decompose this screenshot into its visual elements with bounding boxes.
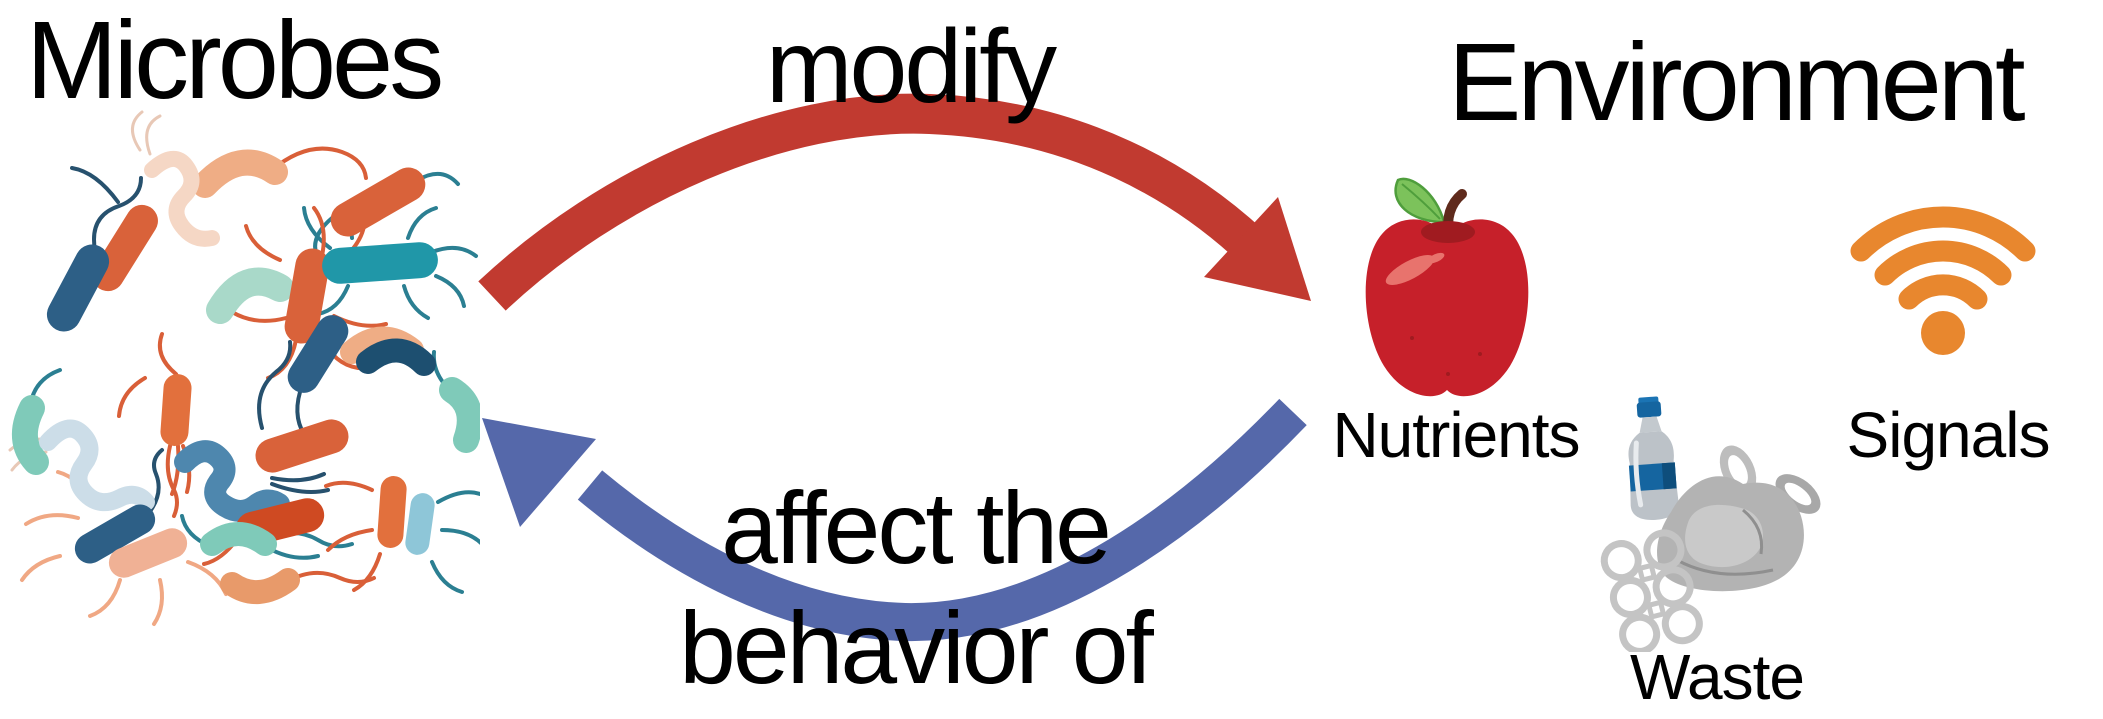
wifi-arc-middle bbox=[1874, 240, 2012, 286]
apple-gloss-small bbox=[1427, 252, 1445, 264]
microbes-cluster-illustration bbox=[8, 110, 480, 626]
bottle-cap bbox=[1636, 401, 1662, 418]
nutrients-label: Nutrients bbox=[1332, 399, 1580, 471]
apple-speck bbox=[1478, 352, 1482, 356]
apple-icon bbox=[1365, 177, 1529, 397]
affect-arrow bbox=[482, 398, 1307, 642]
wifi-icon bbox=[1850, 206, 2036, 355]
modify-arrow-label: modify bbox=[765, 9, 1057, 125]
microbes-title: Microbes bbox=[26, 0, 444, 122]
bag-crease bbox=[1742, 508, 1764, 555]
bag-crease bbox=[1676, 558, 1774, 576]
apple-top-indent bbox=[1421, 221, 1475, 243]
modify-arrow-shaft bbox=[478, 93, 1264, 311]
apple-body bbox=[1365, 219, 1529, 397]
affect-arrowhead bbox=[482, 418, 596, 527]
bag-fold-light bbox=[1685, 504, 1763, 568]
bag-handle-hole bbox=[1728, 455, 1748, 485]
bottle-label-shade bbox=[1661, 462, 1677, 490]
modify-arrow bbox=[478, 93, 1311, 311]
waste-six-pack-rings bbox=[1600, 529, 1703, 652]
microbe-bodies bbox=[12, 149, 480, 605]
signals-label: Signals bbox=[1846, 399, 2051, 471]
bottle-neck bbox=[1639, 416, 1662, 433]
waste-label: Waste bbox=[1630, 641, 1805, 713]
affect-arrow-label-line2: behavior of bbox=[679, 591, 1154, 705]
wifi-dot bbox=[1921, 311, 1965, 355]
bag-handle-hole bbox=[1784, 482, 1812, 506]
affect-arrow-shaft bbox=[577, 398, 1307, 642]
affect-arrow-label-line1: affect the bbox=[721, 471, 1112, 585]
apple-leaf-vein bbox=[1401, 183, 1441, 220]
wifi-arc-outer bbox=[1850, 206, 2036, 262]
bottle-highlight bbox=[1633, 440, 1644, 508]
environment-title: Environment bbox=[1448, 21, 2026, 144]
apple-gloss bbox=[1385, 255, 1435, 285]
waste-bottle bbox=[1628, 396, 1679, 520]
wifi-arc-inner bbox=[1898, 274, 1988, 310]
microbe-flagella-navy bbox=[70, 166, 330, 516]
affect-arrow-label: affect the behavior of bbox=[610, 468, 1220, 708]
waste-bag bbox=[1657, 445, 1821, 592]
modify-arrowhead bbox=[1204, 197, 1311, 301]
apple-speck bbox=[1446, 372, 1450, 376]
apple-speck bbox=[1410, 336, 1414, 340]
waste-icon bbox=[1600, 396, 1821, 652]
